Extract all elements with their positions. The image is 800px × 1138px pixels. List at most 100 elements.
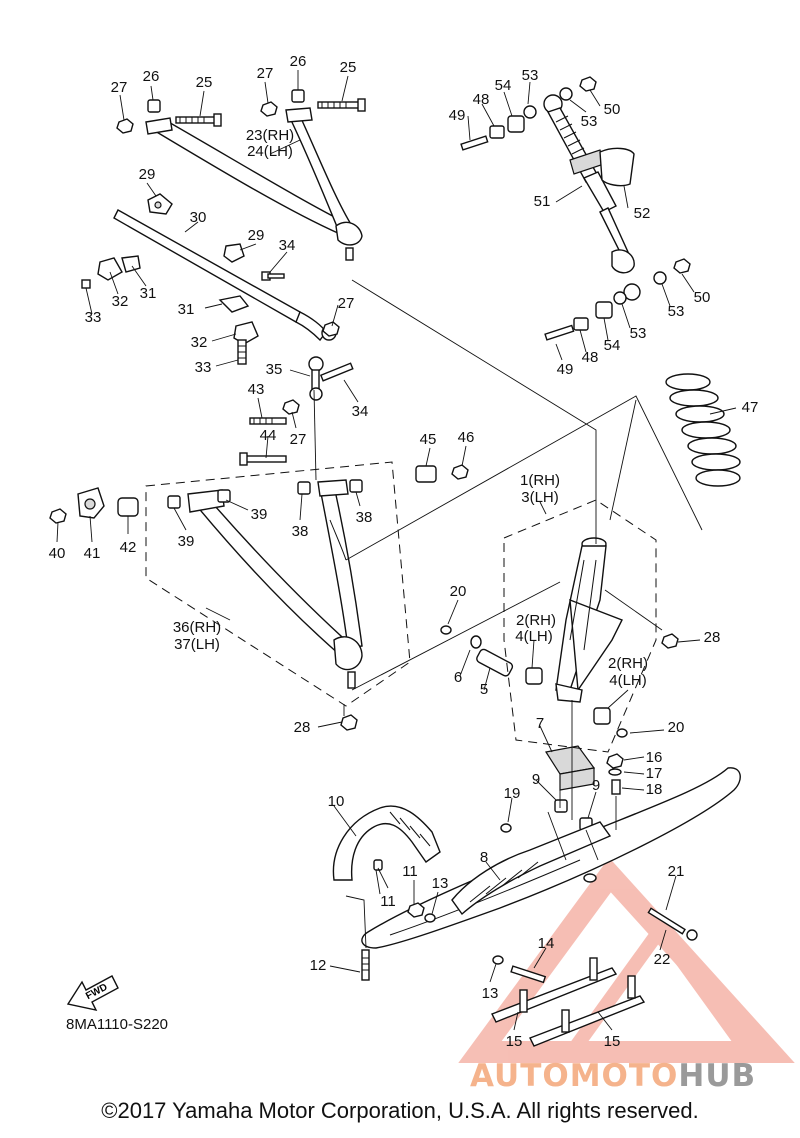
washer-13-b [492, 955, 504, 965]
callout-15b: 15 [604, 1033, 621, 1050]
rubber-damper-7 [545, 745, 596, 791]
lower-a-arm [187, 479, 363, 689]
callout-49a: 49 [449, 107, 466, 124]
callout-25a: 25 [196, 74, 213, 91]
spindle [555, 537, 623, 703]
callout-2b: 2(RH) [608, 655, 648, 672]
callout-54a: 54 [495, 77, 512, 94]
bolt-25-right [317, 98, 366, 112]
bolt-44 [239, 452, 287, 466]
bolt-12 [361, 949, 370, 981]
callout-13a: 13 [432, 875, 449, 892]
callout-26b: 26 [290, 53, 307, 70]
callout-8: 8 [480, 849, 488, 866]
callout-47: 47 [742, 399, 759, 416]
callout-9b: 9 [592, 777, 600, 794]
bushing-2-4-lower [593, 707, 611, 725]
bolt-33-left [81, 279, 91, 289]
bushing-39-38 [167, 479, 363, 509]
bolt-43 [249, 417, 287, 425]
callout-54b: 54 [604, 337, 621, 354]
callout-36: 36(RH) [173, 619, 221, 636]
callout-35: 35 [266, 361, 283, 378]
bracket-29-upper [147, 193, 173, 215]
leader-lines [56, 70, 737, 1031]
collar-42 [117, 497, 139, 517]
callout-51: 51 [534, 193, 551, 210]
callout-23: 23(RH) [246, 127, 294, 144]
callout-27d: 27 [290, 431, 307, 448]
callout-3: 3(LH) [521, 489, 559, 506]
bushing-9-left [554, 799, 568, 813]
coil-spring [665, 373, 741, 487]
callout-38a: 38 [292, 523, 309, 540]
callout-33b: 33 [195, 359, 212, 376]
callout-13b: 13 [482, 985, 499, 1002]
callout-50b: 50 [694, 289, 711, 306]
callout-16: 16 [646, 749, 663, 766]
shock-absorber [543, 94, 641, 301]
callout-24: 24(LH) [247, 143, 293, 160]
callout-31b: 31 [178, 301, 195, 318]
wear-bar-left [491, 957, 618, 1023]
callout-18: 18 [646, 781, 663, 798]
collar-11-a [373, 859, 383, 871]
callout-15a: 15 [506, 1033, 523, 1050]
callout-46: 46 [458, 429, 475, 446]
callout-49b: 49 [557, 361, 574, 378]
washer-19 [500, 823, 512, 833]
washer-6 [470, 635, 482, 649]
callout-5: 5 [480, 681, 488, 698]
watermark-text-part1: AUTOMOTO [470, 1058, 679, 1094]
nut-27-c [322, 321, 340, 337]
nut-28-spindle [661, 633, 679, 649]
callout-34a: 34 [279, 237, 296, 254]
nut-16 [606, 753, 624, 769]
callout-27a: 27 [111, 79, 128, 96]
callout-4a: 4(LH) [515, 628, 553, 645]
watermark-text: AUTOMOTOHUB [470, 1058, 756, 1094]
watermark-triangle-logo [458, 857, 795, 1063]
upper-a-arm [145, 107, 363, 261]
callout-11b: 11 [380, 893, 396, 910]
callout-11a: 11 [402, 863, 418, 880]
callout-53c: 53 [668, 303, 685, 320]
nut-40 [49, 508, 67, 524]
collar-45 [415, 465, 437, 483]
callout-53a: 53 [522, 67, 539, 84]
callout-48b: 48 [582, 349, 599, 366]
copyright-notice: ©2017 Yamaha Motor Corporation, U.S.A. A… [101, 1098, 699, 1123]
bolt-33-right [237, 339, 247, 365]
bolt-34-upper [261, 271, 285, 281]
reference-code: 8MA1110-S220 [66, 1016, 169, 1033]
group-outline-spindle [503, 499, 657, 753]
callout-22: 22 [654, 951, 671, 968]
callout-34b: 34 [352, 403, 369, 420]
callout-32b: 32 [191, 334, 208, 351]
callout-2a: 2(RH) [516, 612, 556, 629]
nut-27-b [260, 101, 278, 117]
callout-28a: 28 [294, 719, 311, 736]
watermark-text-part2: HUB [678, 1058, 757, 1094]
callout-27b: 27 [257, 65, 274, 82]
callout-44: 44 [260, 427, 277, 444]
callout-37: 37(LH) [174, 636, 220, 653]
nut-27-d [282, 399, 300, 415]
bracket-29-lower [223, 243, 245, 263]
callout-41: 41 [84, 545, 101, 562]
ski-handle [332, 805, 441, 881]
callout-10: 10 [328, 793, 345, 810]
stabilizer-bar [113, 209, 337, 342]
callout-21: 21 [668, 863, 685, 880]
callout-33a: 33 [85, 309, 102, 326]
washer-20-lower [616, 728, 628, 738]
nut-11-b [407, 902, 425, 918]
callout-39a: 39 [251, 506, 268, 523]
bolt-25-left [175, 113, 222, 127]
shock-cover-52 [599, 147, 635, 187]
callout-32a: 32 [112, 293, 129, 310]
callout-45: 45 [420, 431, 437, 448]
callout-20b: 20 [668, 719, 685, 736]
